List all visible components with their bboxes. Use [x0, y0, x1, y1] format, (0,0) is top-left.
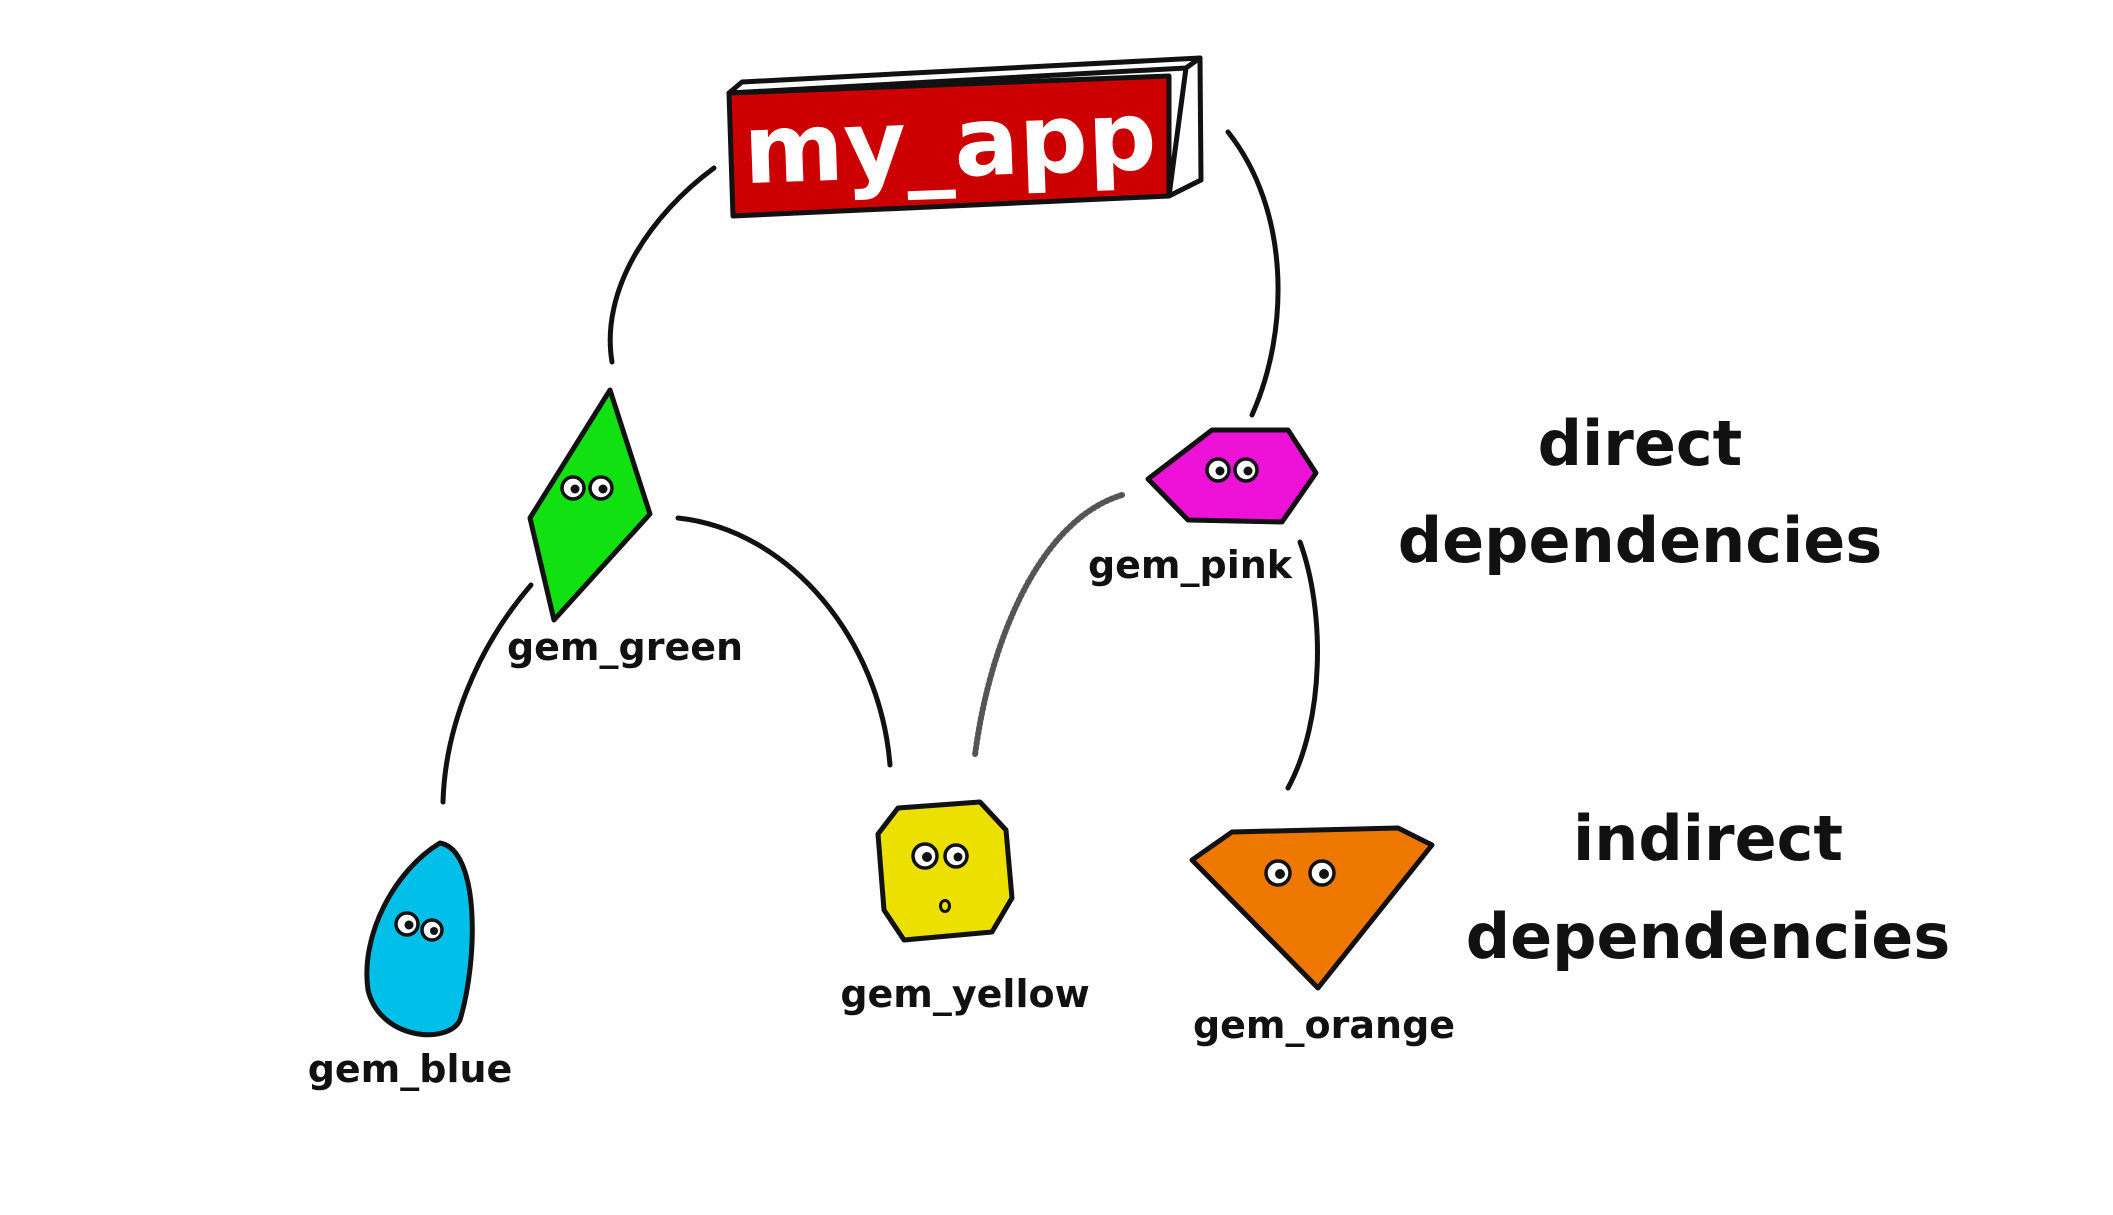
indirect-label-line1: indirect [1573, 802, 1843, 875]
gem-yellow-mouth [939, 899, 951, 913]
gem-pink-label: gem_pink [1088, 543, 1293, 587]
root-box-front-face [726, 73, 1172, 219]
gem-pink-eyes [1205, 457, 1259, 483]
gem-orange-node: gem_orange [1189, 825, 1455, 1047]
gem-yellow-label: gem_yellow [840, 972, 1089, 1016]
gem-orange-eyes [1264, 859, 1336, 887]
edge-my-app-to-gem-pink [1225, 129, 1281, 418]
root-box-side-face [1166, 55, 1204, 199]
direct-label-line1: direct [1538, 407, 1743, 480]
gem-blue-eyes [394, 911, 444, 942]
gem-green-eyes [560, 475, 614, 501]
indirect-label-line2: dependencies [1466, 900, 1951, 973]
gem-blue-node: gem_blue [308, 840, 513, 1091]
direct-label-line2: dependencies [1398, 504, 1883, 577]
gem-blue-shape [364, 840, 475, 1038]
gem-green-label: gem_green [507, 625, 743, 669]
gem-yellow-node: gem_yellow [840, 799, 1090, 1016]
root-node: my_app [726, 55, 1204, 219]
edge-gem-green-to-gem-blue [440, 582, 534, 805]
direct-dependencies-label: direct dependencies [1398, 407, 1883, 577]
gem-yellow-face [911, 842, 969, 913]
gem-yellow-shape [875, 799, 1015, 943]
edge-gem-pink-to-gem-yellow [972, 492, 1125, 758]
gem-orange-shape [1189, 825, 1435, 991]
gem-green-shape [527, 387, 653, 623]
edge-gem-green-to-gem-yellow [675, 515, 893, 768]
gem-green-node: gem_green [507, 387, 743, 669]
gem-pink-node: gem_pink [1088, 427, 1319, 587]
edge-gem-pink-to-gem-orange [1285, 539, 1320, 791]
gem-blue-label: gem_blue [308, 1047, 513, 1091]
root-label: my_app [742, 80, 1158, 206]
indirect-dependencies-label: indirect dependencies [1466, 802, 1951, 973]
gem-orange-label: gem_orange [1193, 1003, 1455, 1047]
gem-pink-shape [1145, 427, 1319, 525]
edge-my-app-to-gem-green [607, 165, 717, 365]
